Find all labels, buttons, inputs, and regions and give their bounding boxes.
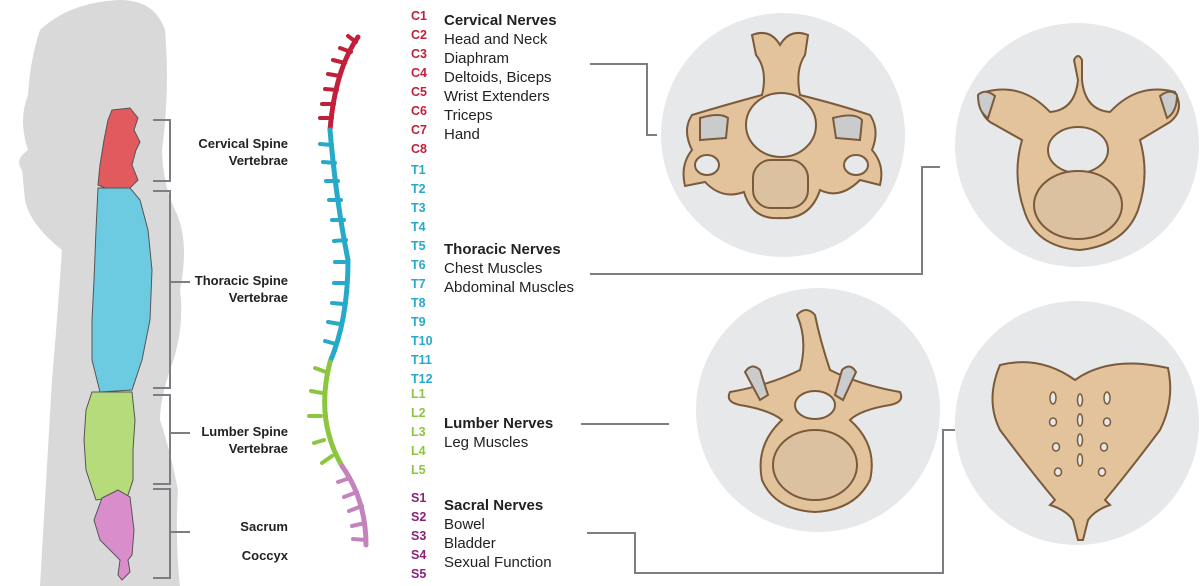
nerve-level-label: L1	[411, 387, 426, 401]
thoracic-vertebra-icon	[976, 55, 1180, 252]
nerve-level-label: T12	[411, 372, 433, 386]
nerve-level-label: C8	[411, 142, 427, 156]
nerve-cord	[322, 34, 369, 548]
thoracic-vertebrae	[91, 187, 153, 393]
nerve-group-title: Cervical Nerves	[444, 12, 557, 29]
nerve-level-label: S1	[411, 491, 427, 505]
region-brackets	[153, 119, 190, 579]
thoracic-cord	[327, 127, 351, 365]
cervical-vertebrae	[97, 107, 141, 191]
label-sacrum: Sacrum	[240, 519, 288, 534]
nerve-level-label: C5	[411, 85, 427, 99]
label-coccyx: Coccyx	[241, 548, 288, 563]
nerve-level-label: T4	[411, 220, 426, 234]
nerve-level-label: S4	[411, 548, 427, 562]
cervical-vertebra-icon	[682, 32, 883, 220]
nerve-level-label: S3	[411, 529, 427, 543]
nerve-level-label: L5	[411, 463, 426, 477]
nerve-level-label: C4	[411, 66, 427, 80]
nerve-level-label: L3	[411, 425, 426, 439]
nerve-function-item: Wrist Extenders	[444, 88, 550, 105]
nerve-function-item: Hand	[444, 126, 480, 143]
nerve-level-label: T10	[411, 334, 433, 348]
nerve-level-label: T1	[411, 163, 426, 177]
cervical-connector	[590, 63, 657, 136]
nerve-function-item: Leg Muscles	[444, 434, 529, 451]
nerve-group-title: Sacral Nerves	[444, 497, 544, 514]
nerve-function-item: Diaphram	[444, 50, 510, 67]
sacrum-coccyx	[93, 489, 135, 581]
nerve-function-item: Deltoids, Biceps	[444, 69, 552, 86]
nerve-level-label: C3	[411, 47, 427, 61]
thoracic-connector	[590, 166, 940, 275]
nerve-group-title: Lumber Nerves	[444, 415, 554, 432]
sacral-connector	[587, 429, 955, 574]
nerve-level-label: T9	[411, 315, 426, 329]
connector-lines	[581, 63, 955, 574]
nerve-level-label: L4	[411, 444, 426, 458]
nerve-function-item: Bladder	[444, 535, 496, 552]
nerve-level-label: T2	[411, 182, 426, 196]
nerve-level-label: C2	[411, 28, 427, 42]
lumbar-vertebra-icon	[727, 309, 903, 514]
nerve-level-label: L2	[411, 406, 426, 420]
nerve-branches	[307, 34, 368, 542]
nerve-level-label: T8	[411, 296, 426, 310]
nerve-level-label: T5	[411, 239, 426, 253]
sacral-cord	[339, 463, 369, 548]
sacrum-icon	[991, 361, 1172, 541]
nerve-level-label: S5	[411, 567, 427, 581]
nerve-function-item: Abdominal Muscles	[444, 279, 575, 296]
nerve-function-item: Head and Neck	[444, 31, 548, 48]
nerve-function-item: Sexual Function	[444, 554, 552, 571]
nerve-level-label: C6	[411, 104, 427, 118]
nerve-level-label: C1	[411, 9, 427, 23]
nerve-function-item: Chest Muscles	[444, 260, 543, 277]
nerve-level-label: C7	[411, 123, 427, 137]
nerve-level-label: T7	[411, 277, 426, 291]
lumbar-cord	[322, 359, 345, 469]
nerve-function-item: Bowel	[444, 516, 485, 533]
nerve-level-label: S2	[411, 510, 427, 524]
nerve-level-label: T11	[411, 353, 432, 367]
nerve-level-label: T6	[411, 258, 426, 272]
nerve-function-item: Triceps	[444, 107, 493, 124]
nerve-level-label: T3	[411, 201, 426, 215]
nerve-group-title: Thoracic Nerves	[444, 241, 561, 258]
lumbar-vertebrae	[83, 391, 136, 501]
